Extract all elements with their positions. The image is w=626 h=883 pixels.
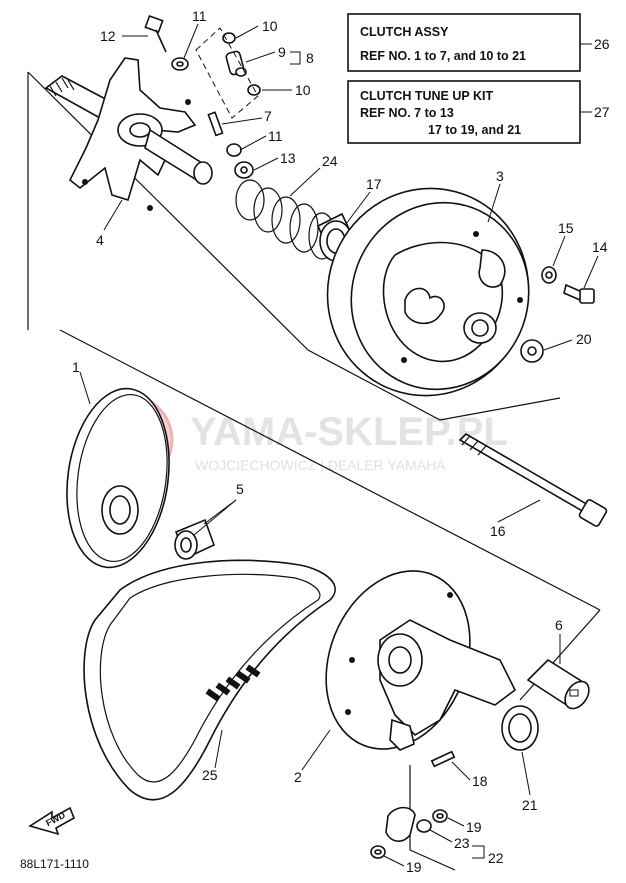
- part-4-spider-hub: [44, 57, 213, 211]
- part-19-washer-a: [432, 809, 448, 823]
- part-20-nut: [520, 339, 544, 363]
- callout-21: 21: [522, 797, 538, 813]
- callout-14: 14: [592, 239, 608, 255]
- callout-15: 15: [558, 220, 574, 236]
- part-15-washer: [541, 266, 557, 284]
- part-14-bolt: [563, 283, 595, 304]
- part-3-cover: [326, 187, 530, 397]
- clutch-assy-title: CLUTCH ASSY: [360, 25, 449, 39]
- callout-19-upper: 19: [466, 819, 482, 835]
- callout-10-bottom: 10: [295, 82, 311, 98]
- callout-24: 24: [322, 153, 338, 169]
- part-12-bolt: [144, 14, 167, 53]
- callouts: 12 11 10 9 8 10 7 11 13 24 17 3 15 14 20…: [72, 8, 608, 875]
- clutch-assy-box: CLUTCH ASSY REF NO. 1 to 7, and 10 to 21…: [347, 13, 610, 72]
- callout-11-top: 11: [192, 8, 207, 24]
- guide-dashes-rollers: [195, 27, 259, 119]
- callout-1: 1: [72, 359, 80, 375]
- part-11-washer-top: [171, 57, 189, 71]
- part-13-nut: [234, 161, 254, 179]
- callout-9: 9: [278, 44, 286, 60]
- callout-11-bottom: 11: [268, 128, 283, 144]
- callout-5: 5: [236, 481, 244, 497]
- part-9-roller-pin: [225, 50, 247, 77]
- part-10-washer-bottom: [247, 84, 261, 96]
- part-16-long-bolt: [458, 432, 608, 527]
- part-5-bushing: [174, 518, 216, 560]
- tune-up-kit-refs-1: REF NO. 7 to 13: [360, 106, 454, 120]
- part-7-pin: [207, 111, 224, 137]
- callout-10-top: 10: [262, 18, 278, 34]
- callout-22: 22: [488, 850, 504, 866]
- leader-lines: [79, 23, 599, 867]
- forward-arrow-icon: FWD: [28, 806, 76, 836]
- tune-up-kit-refs-2: 17 to 19, and 21: [428, 123, 521, 137]
- callout-25: 25: [202, 767, 218, 783]
- callout-19-lower: 19: [406, 859, 422, 875]
- part-23-roller: [416, 819, 432, 833]
- part-2-movable-sheave: [325, 570, 517, 751]
- part-6-slider: [526, 658, 590, 710]
- callout-27: 27: [594, 104, 610, 120]
- callout-3: 3: [496, 168, 504, 184]
- callout-17: 17: [366, 176, 382, 192]
- part-22-weight-arm: [385, 806, 416, 842]
- part-24-spring: [235, 179, 336, 260]
- part-11-washer-bottom: [226, 143, 242, 157]
- part-1-fixed-sheave: [66, 387, 170, 569]
- clutch-assy-refs: REF NO. 1 to 7, and 10 to 21: [360, 49, 526, 63]
- callout-13: 13: [280, 150, 296, 166]
- part-21-bushing: [501, 705, 539, 751]
- callout-12: 12: [100, 28, 116, 44]
- part-25-drive-belt: [83, 559, 336, 801]
- callout-6: 6: [555, 617, 563, 633]
- callout-26: 26: [594, 36, 610, 52]
- part-18-pin: [430, 750, 456, 768]
- callout-20: 20: [576, 331, 592, 347]
- callout-16: 16: [490, 523, 506, 539]
- callout-2: 2: [294, 769, 302, 785]
- part-19-washer-b: [370, 845, 386, 859]
- tune-up-kit-box: CLUTCH TUNE UP KIT REF NO. 7 to 13 17 to…: [347, 80, 610, 144]
- callout-8: 8: [306, 50, 314, 66]
- callout-23: 23: [454, 835, 470, 851]
- belt-code-marks: [205, 664, 261, 702]
- callout-7: 7: [264, 108, 272, 124]
- callout-18: 18: [472, 773, 488, 789]
- diagram-code: 88L171-1110: [20, 857, 89, 871]
- callout-4: 4: [96, 232, 104, 248]
- part-10-washer-top: [222, 32, 236, 44]
- tune-up-kit-title: CLUTCH TUNE UP KIT: [360, 89, 493, 103]
